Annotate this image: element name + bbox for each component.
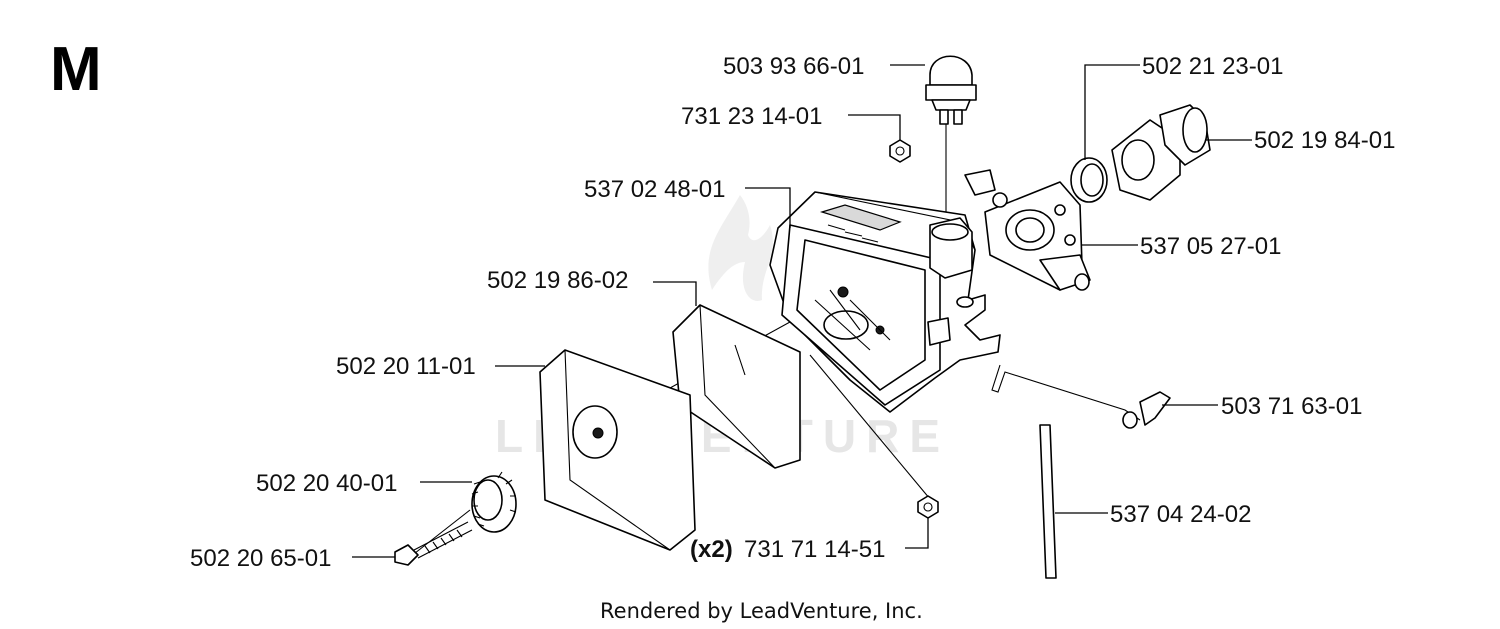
- label-intake-manifold: 502 19 84-01: [1254, 127, 1395, 154]
- leader-filter-holder: [745, 187, 791, 228]
- screw-drawing: [394, 521, 473, 566]
- label-nut-top: 731 23 14-01: [681, 103, 822, 130]
- carburetor-drawing: [964, 169, 1091, 291]
- label-carburetor: 537 05 27-01: [1140, 233, 1281, 260]
- leader-gasket-ring: [1084, 64, 1140, 160]
- explode-line-bolt: [409, 509, 471, 558]
- label-primer-bulb: 503 93 66-01: [723, 53, 864, 80]
- nut-bottom-drawing: [917, 495, 939, 519]
- credit-text: Rendered by LeadVenture, Inc.: [600, 599, 923, 623]
- label-nut-bottom-qty: (x2): [690, 536, 733, 563]
- gasket-ring-drawing: [1070, 157, 1108, 203]
- label-air-filter-cover: 502 20 11-01: [336, 353, 476, 380]
- label-filter-holder: 537 02 48-01: [584, 176, 725, 203]
- label-prefilter: 502 19 86-02: [487, 267, 628, 294]
- explode-line-nut: [809, 354, 936, 506]
- section-letter: M: [50, 35, 102, 104]
- label-gasket-ring: 502 21 23-01: [1142, 53, 1283, 80]
- knob-drawing: [471, 471, 517, 533]
- primer-bulb-drawing: [925, 55, 977, 125]
- leader-nut-bottom: [905, 518, 929, 549]
- leader-nut-top: [848, 114, 901, 140]
- leader-prefilter: [653, 281, 697, 306]
- label-knob: 502 20 40-01: [256, 470, 397, 497]
- throttle-rod-drawing: [991, 364, 1171, 429]
- air-filter-cover-drawing: [539, 349, 696, 551]
- label-throttle-rod: 503 71 63-01: [1221, 393, 1362, 420]
- label-screw: 502 20 65-01: [190, 545, 331, 572]
- intake-manifold-drawing: [1111, 104, 1211, 201]
- label-nut-bottom: 731 71 14-51: [744, 536, 885, 563]
- fuel-hose-drawing: [1039, 424, 1057, 579]
- nut-top-drawing: [889, 139, 911, 163]
- watermark-logo: [708, 195, 773, 301]
- filter-holder-drawing: [769, 191, 1001, 413]
- label-fuel-hose: 537 04 24-02: [1110, 501, 1251, 528]
